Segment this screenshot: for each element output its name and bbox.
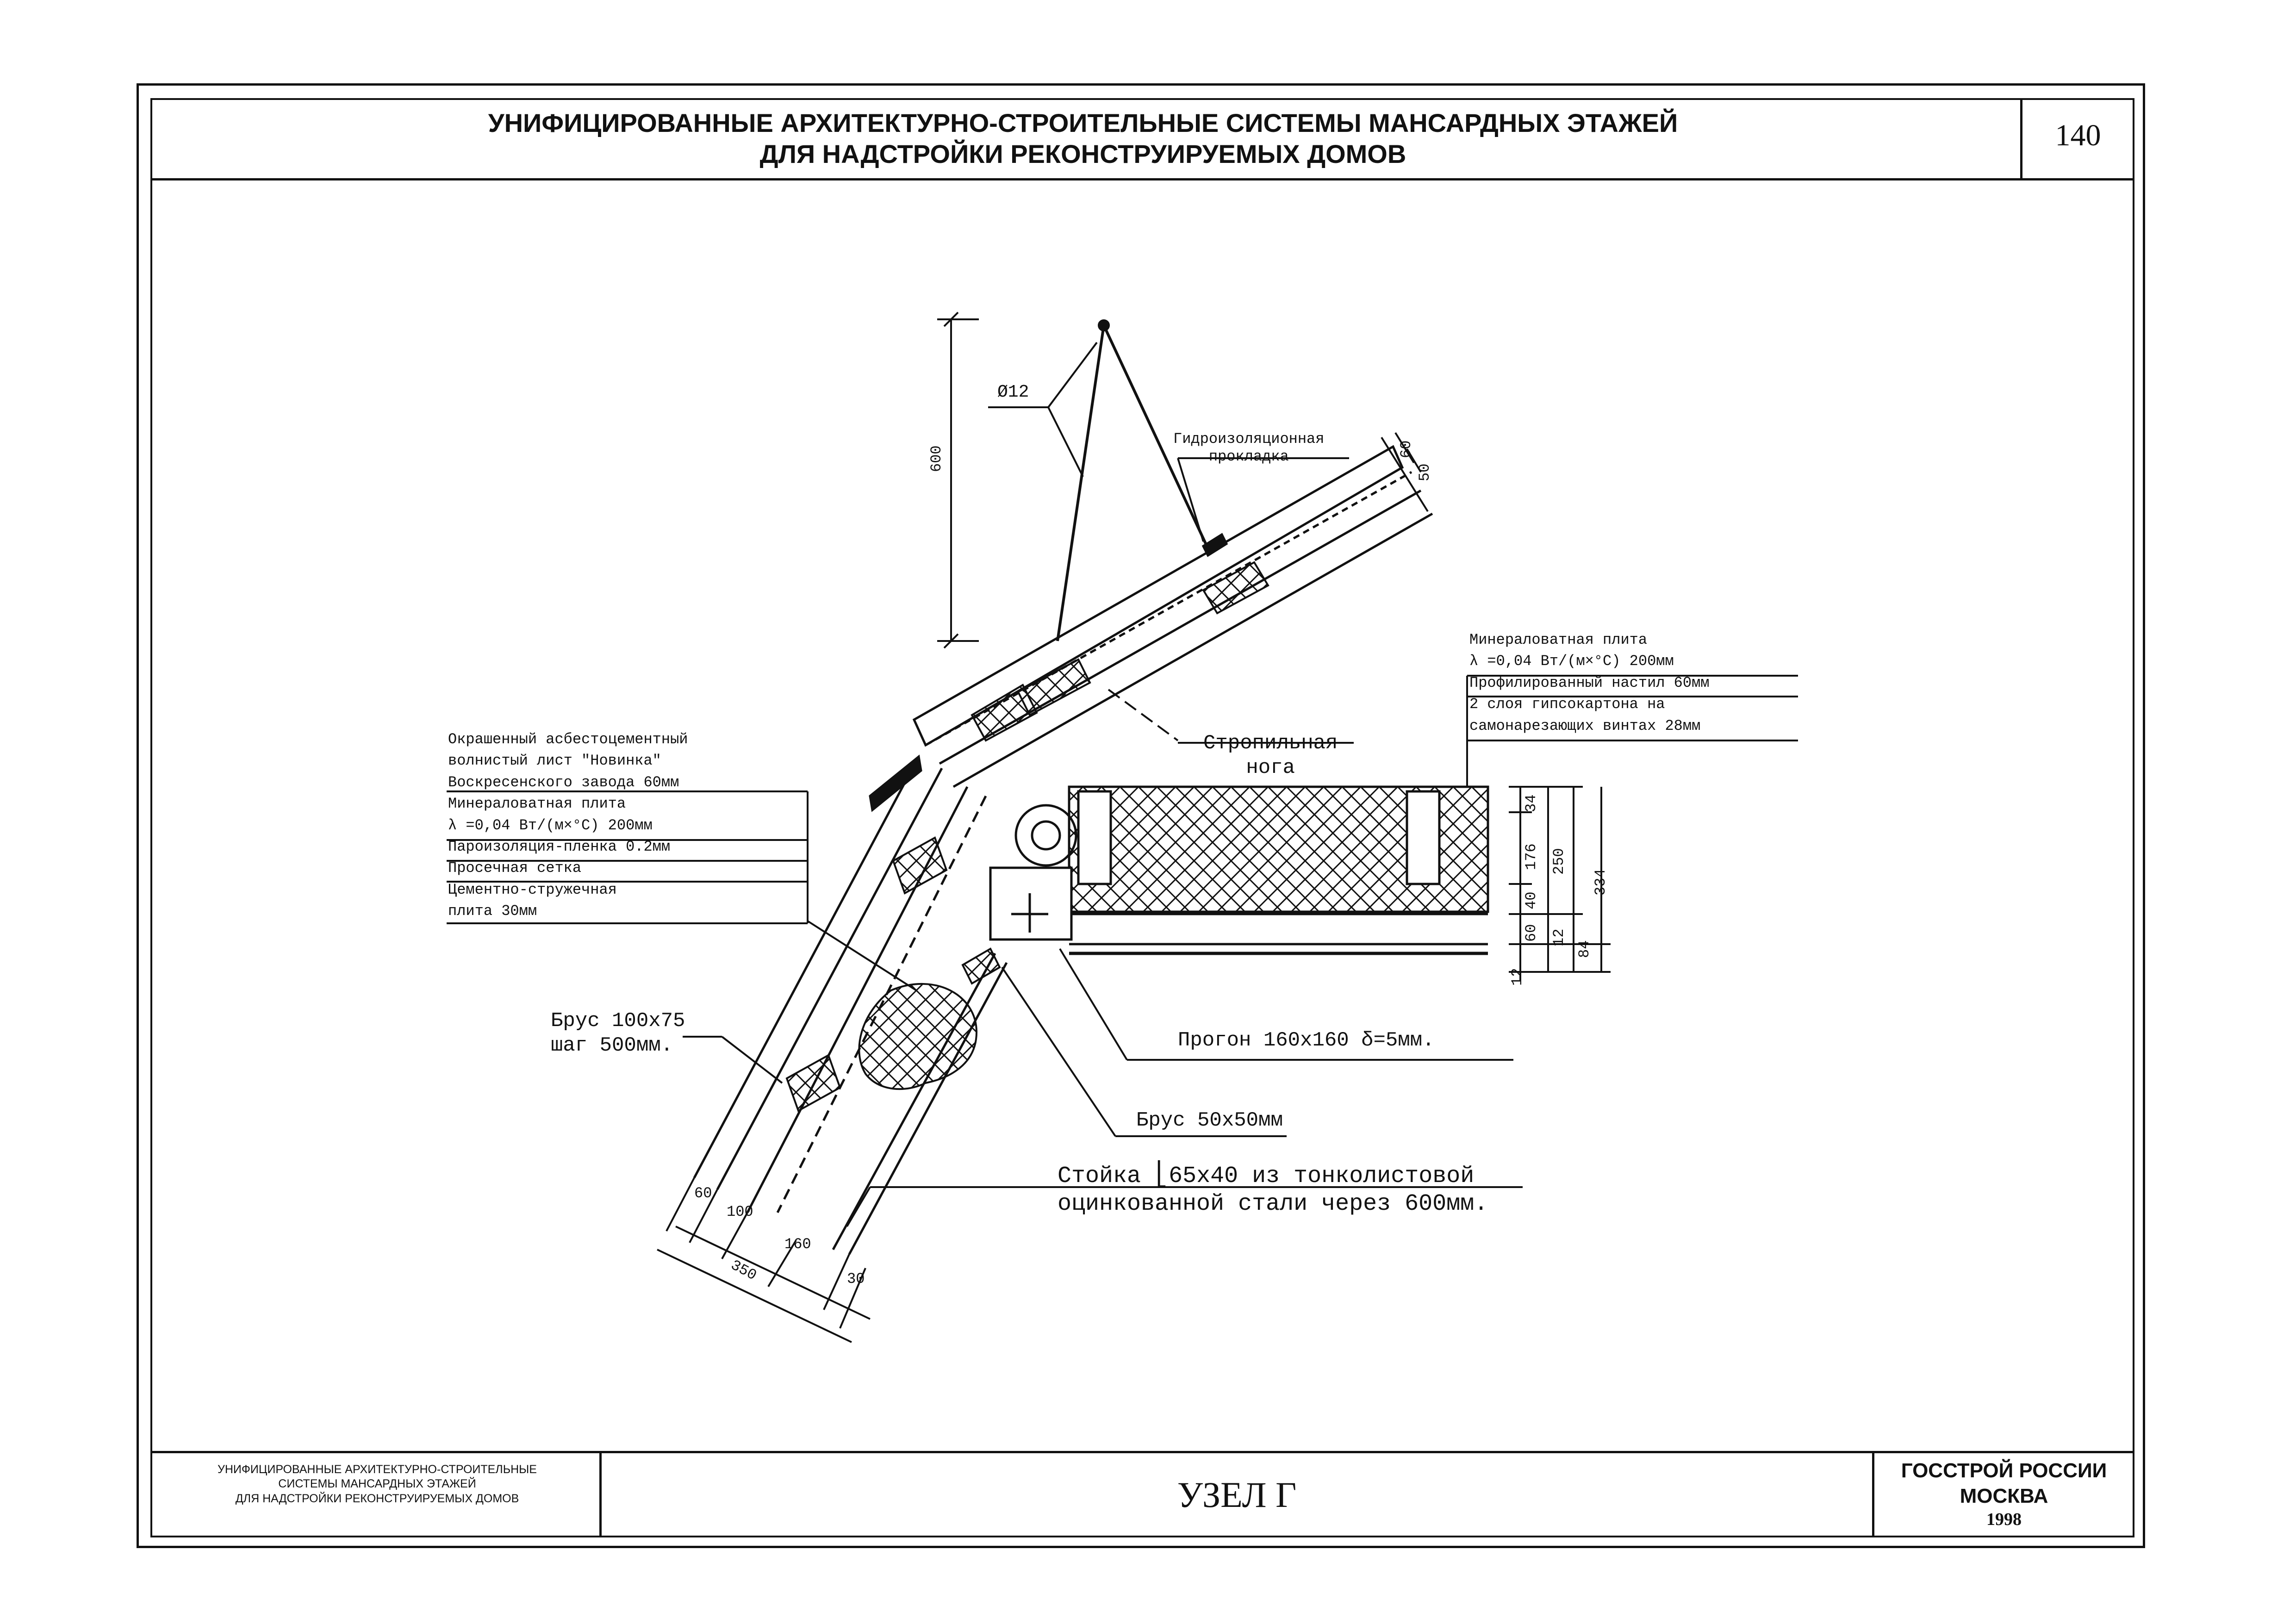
stamp-right-line2: МОСКВА <box>1960 1485 2048 1507</box>
roof-layer-4: 2 слоя гипсокартона на <box>1469 696 1665 713</box>
dim-right-250: 250 <box>1550 848 1568 875</box>
rafter-line2: нога <box>1246 756 1295 779</box>
outer-frame <box>137 83 2145 1548</box>
roof-layer-2: λ =0,04 Вт/(м×°С) 200мм <box>1469 653 1674 670</box>
post-line2: оцинкованной стали через 600мм. <box>1058 1191 1488 1217</box>
wall-layer-7: Просечная сетка <box>448 859 582 877</box>
post-label: Стойка ⎣65х40 из тонколистовой оцинкован… <box>1058 1163 1488 1218</box>
wall-layer-6: Пароизоляция-пленка 0.2мм <box>448 838 671 855</box>
snow-guard-bracket <box>1056 319 1209 641</box>
beam-line2: шаг 500мм. <box>551 1033 673 1057</box>
dim-bottom-100: 100 <box>727 1203 753 1220</box>
purlin <box>989 804 1077 941</box>
dim-top-50: 50 <box>1416 463 1433 481</box>
dim-top-60: 60 <box>1398 440 1415 458</box>
wall-layer-4: Минераловатная плита <box>448 795 626 813</box>
page-number-box <box>2020 98 2134 180</box>
purlin-label: Прогон 160х160 δ=5мм. <box>1178 1029 1435 1052</box>
stamp-bar <box>150 1451 2134 1537</box>
rafter-blocks-upper <box>971 561 1269 742</box>
rafter-line1: Стропильная <box>1203 732 1338 755</box>
header-title-line1: УНИФИЦИРОВАННЫЕ АРХИТЕКТУРНО-СТРОИТЕЛЬНЫ… <box>488 108 1678 137</box>
roof-layer-5: самонарезающих винтах 28мм <box>1469 717 1701 734</box>
dim-right-40: 40 <box>1523 891 1540 909</box>
stamp-left-line2: СИСТЕМЫ МАНСАРДНЫХ ЭТАЖЕЙ <box>278 1477 476 1491</box>
stamp-right-line3: 1998 <box>1986 1510 2022 1529</box>
dim-right-12: 12 <box>1509 968 1526 986</box>
roof-layer-1: Минераловатная плита <box>1469 631 1648 648</box>
dim-bottom-30: 30 <box>847 1270 865 1288</box>
stamp-left-line3: ДЛЯ НАДСТРОЙКИ РЕКОНСТРУИРУЕМЫХ ДОМОВ <box>235 1492 519 1505</box>
dimension-600 <box>937 311 979 649</box>
page-number: 140 <box>2055 118 2101 152</box>
post-line1: Стойка ⎣65х40 из тонколистовой <box>1058 1163 1475 1189</box>
inner-frame <box>150 98 2134 1537</box>
stamp-title: УЗЕЛ Г <box>1177 1475 1297 1515</box>
dim-600: 600 <box>928 445 945 472</box>
waterproof-label: Гидроизоляционная прокладка <box>1173 430 1324 466</box>
rafter-label: Стропильная нога <box>1203 731 1338 780</box>
stamp-left-line1: УНИФИЦИРОВАННЫЕ АРХИТЕКТУРНО-СТРОИТЕЛЬНЫ… <box>218 1463 537 1476</box>
beam-label: Брус 100х75 шаг 500мм. <box>551 1009 685 1058</box>
waterproof-line1: Гидроизоляционная <box>1173 430 1325 448</box>
header-title-line2: ДЛЯ НАДСТРОЙКИ РЕКОНСТРУИРУЕМЫХ ДОМОВ <box>759 139 1406 169</box>
header-title: УНИФИЦИРОВАННЫЕ АРХИТЕКТУРНО-СТРОИТЕЛЬНЫ… <box>153 107 2013 169</box>
dim-right-34: 34 <box>1523 794 1540 812</box>
stamp-divider-right <box>1872 1451 1874 1537</box>
roof-layer-table <box>1466 675 1798 787</box>
dim-right-334: 334 <box>1592 869 1609 896</box>
diameter-leader <box>988 342 1098 477</box>
waterproof-leader <box>1177 457 1349 542</box>
wall-layer-2: волнистый лист "Новинка" <box>448 752 661 770</box>
beam-line1: Брус 100х75 <box>551 1009 685 1033</box>
wall-layers: Окрашенный асбестоцементный волнистый ли… <box>448 729 688 922</box>
dim-right-176: 176 <box>1523 843 1540 870</box>
wall-layer-3: Воскресенского завода 60мм <box>448 773 679 791</box>
top-dimensions <box>1381 432 1429 512</box>
wall-layer-5: λ =0,04 Вт/(м×°С) 200мм <box>448 816 653 834</box>
wall-layer-9: плита 30мм <box>448 902 537 920</box>
bar-label: Брус 50х50мм <box>1136 1109 1283 1132</box>
dim-bottom-160: 160 <box>784 1236 811 1253</box>
roof-layer-3: Профилированный настил 60мм <box>1469 674 1710 691</box>
roof-layers: Минераловатная плита λ =0,04 Вт/(м×°С) 2… <box>1469 629 1709 737</box>
horizontal-roof-panel <box>1068 785 1489 955</box>
rafter-leader <box>1108 689 1354 744</box>
wall-insulation <box>785 836 1001 1112</box>
dim-bottom-60: 60 <box>694 1185 712 1202</box>
waterproof-line2: прокладка <box>1208 448 1289 466</box>
right-dimensions <box>1509 786 1611 981</box>
wall-layer-1: Окрашенный асбестоцементный <box>448 731 688 748</box>
wall-leaders <box>683 920 1523 1227</box>
stamp-left-text: УНИФИЦИРОВАННЫЕ АРХИТЕКТУРНО-СТРОИТЕЛЬНЫ… <box>157 1462 597 1506</box>
wall-layer-8: Цементно-стружечная <box>448 881 617 898</box>
diameter-label: Ø12 <box>997 382 1029 402</box>
stamp-right-line1: ГОССТРОЙ РОССИИ <box>1901 1459 2107 1482</box>
dim-right-12b: 12 <box>1550 928 1568 946</box>
header-bar <box>150 98 2134 180</box>
bottom-dimensions <box>657 1177 871 1343</box>
dim-right-60: 60 <box>1523 924 1540 942</box>
wall-layer-table <box>447 790 809 924</box>
stamp-right-text: ГОССТРОЙ РОССИИ МОСКВА 1998 <box>1874 1458 2134 1531</box>
stamp-divider-left <box>599 1451 602 1537</box>
dim-right-84: 84 <box>1576 940 1593 958</box>
